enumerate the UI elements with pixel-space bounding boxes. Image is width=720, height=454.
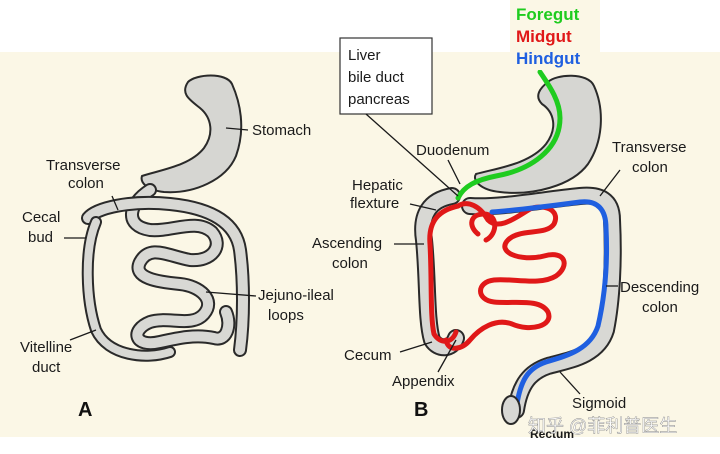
panel-b-letter: B <box>414 399 428 421</box>
panel-b-transverse-frame-fill <box>463 188 620 417</box>
panel-a: Stomach Transverse colon Cecal bud Jejun… <box>20 74 334 421</box>
panel-a-jejuno-ileal-loops-fill <box>127 185 234 349</box>
panel-b-label-duodenum: Duodenum <box>416 142 489 159</box>
legend-hindgut: Hindgut <box>516 49 581 68</box>
panel-b-callout-line-1: Liver <box>348 47 381 64</box>
panel-a-label-stomach: Stomach <box>252 122 311 139</box>
panel-b-callout-leader <box>365 113 459 197</box>
panel-a-label-transverse-2: colon <box>68 175 104 192</box>
panel-b-label-ascending-1: Ascending <box>312 235 382 252</box>
panel-b-rectum-end <box>501 395 521 425</box>
panel-a-label-cecal-1: Cecal <box>22 209 60 226</box>
panel-b-cecum-leader <box>399 341 433 353</box>
panel-a-stomach-leader <box>225 127 249 131</box>
panel-a-label-transverse-1: Transverse <box>46 157 120 174</box>
panel-b-label-transverse-2: colon <box>632 159 668 176</box>
panel-b-colon-frame-fill <box>416 189 463 355</box>
panel-a-label-cecal-2: bud <box>28 229 53 246</box>
panel-b-label-descending-1: Descending <box>620 279 699 296</box>
panel-a-outer-loop-fill <box>83 218 174 360</box>
panel-b-label-ascending-2: colon <box>332 255 368 272</box>
panel-b-hindgut-line <box>489 199 610 413</box>
panel-b-stomach-shape <box>474 74 602 194</box>
panel-b-hepatic-leader <box>409 203 437 211</box>
panel-b-label-rectum: Rectum <box>530 427 574 441</box>
panel-b-callout-line-3: pancreas <box>348 91 410 108</box>
panel-b-foregut-line <box>455 69 563 201</box>
panel-b-label-cecum: Cecum <box>344 347 392 364</box>
panel-a-label-vitelline-2: duct <box>32 359 61 376</box>
panel-b-appendix-leader <box>437 339 457 373</box>
panel-a-letter: A <box>78 399 92 421</box>
gut-region-legend: Foregut Midgut Hindgut <box>510 0 600 70</box>
panel-a-transverse-leader <box>111 195 119 211</box>
panel-b-transverse-leader <box>599 169 621 197</box>
panel-a-label-jejuno-1: Jejuno-ileal <box>258 287 334 304</box>
panel-a-vitelline-leader <box>69 329 97 341</box>
panel-b-label-transverse-1: Transverse <box>612 139 686 156</box>
panel-a-colon-loop-fill <box>83 197 248 355</box>
panel-a-label-vitelline-1: Vitelline <box>20 339 72 356</box>
watermark-text: 知乎 @菲利普医生 <box>528 416 677 436</box>
legend-midgut: Midgut <box>516 27 572 46</box>
panel-b-callout-box <box>339 37 433 115</box>
legend-background <box>510 0 600 70</box>
panel-b-sigmoid-leader <box>559 371 581 395</box>
panel-b-label-hepatic-1: Hepatic <box>352 177 403 194</box>
panel-b-callout-line-2: bile duct <box>348 69 405 86</box>
panel-b: Liver bile duct pancreas Duodenum Transv… <box>312 37 699 441</box>
panel-b-duodenum-leader <box>447 159 461 185</box>
panel-a-label-jejuno-2: loops <box>268 307 304 324</box>
legend-foregut: Foregut <box>516 5 580 24</box>
panel-b-label-sigmoid: Sigmoid <box>572 395 626 412</box>
panel-b-label-appendix: Appendix <box>392 373 455 390</box>
panel-b-midgut-extra-loop <box>469 211 498 243</box>
panel-b-label-hepatic-2: flexture <box>350 195 399 212</box>
panel-b-label-descending-2: colon <box>642 299 678 316</box>
panel-a-jejuno-leader <box>205 291 257 297</box>
